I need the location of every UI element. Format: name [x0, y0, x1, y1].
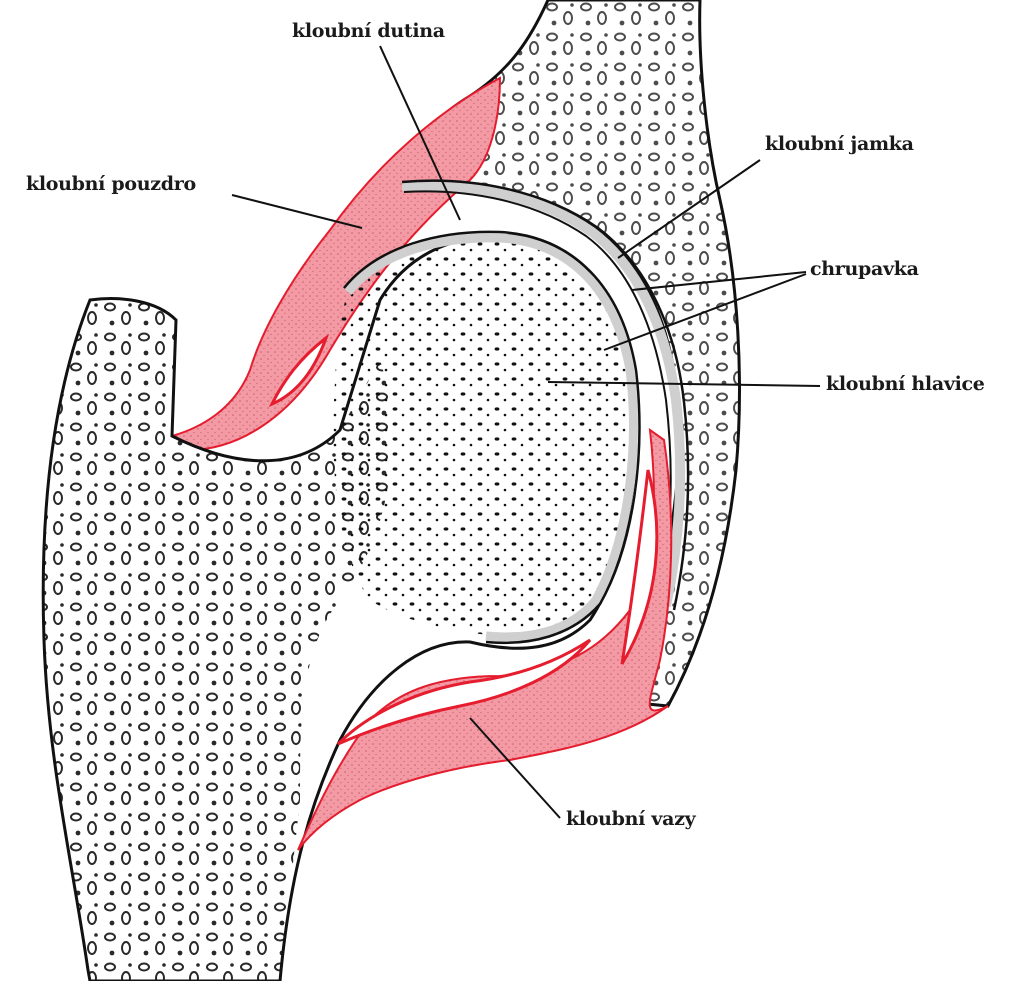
leader-pouzdro	[232, 195, 362, 228]
label-kloubni-jamka: kloubní jamka	[765, 133, 914, 155]
label-kloubni-pouzdro: kloubní pouzdro	[26, 173, 196, 195]
label-kloubni-vazy: kloubní vazy	[566, 808, 695, 830]
label-kloubni-dutina: kloubní dutina	[292, 20, 445, 42]
label-kloubni-hlavice: kloubní hlavice	[826, 373, 985, 395]
label-chrupavka: chrupavka	[810, 258, 919, 280]
femoral-head	[333, 238, 633, 636]
